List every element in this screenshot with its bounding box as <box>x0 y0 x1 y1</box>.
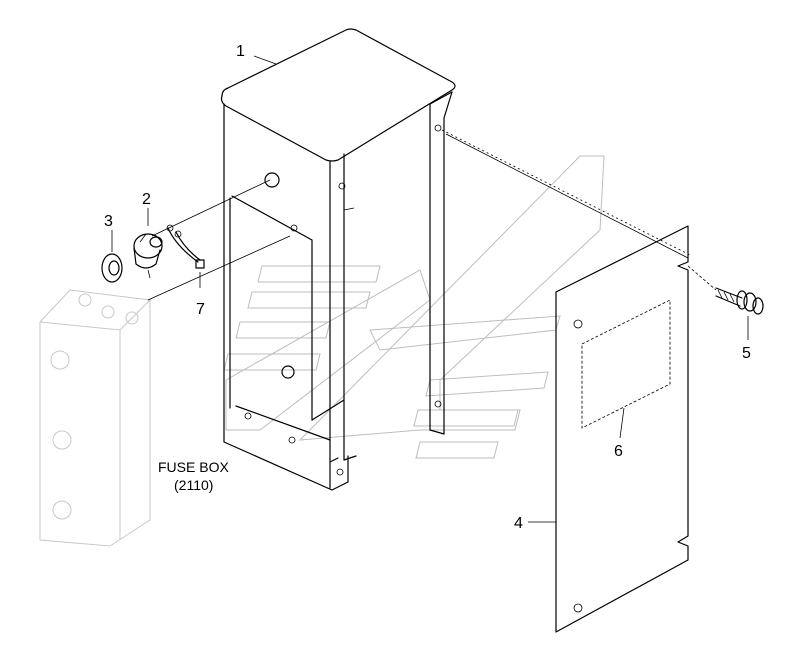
callout-1: 1 <box>236 43 245 60</box>
fuse-box-caption: FUSE BOX <box>158 459 229 475</box>
mounting-plate <box>555 225 689 633</box>
wire-harness <box>166 224 205 269</box>
bolt-washer <box>715 287 764 315</box>
fuse-box-code: (2110) <box>174 477 213 493</box>
callout-2: 2 <box>142 191 151 208</box>
switch-component <box>133 233 163 279</box>
callout-7: 7 <box>196 301 205 318</box>
callout-6: 6 <box>614 443 623 460</box>
callout-3: 3 <box>104 213 113 230</box>
callout-5: 5 <box>742 345 751 362</box>
assembly-lines <box>111 55 749 523</box>
watermark-logo <box>223 155 605 459</box>
callout-4: 4 <box>514 515 523 532</box>
fuse-box-ghost <box>39 289 151 547</box>
label-plate <box>581 299 671 429</box>
cover-box <box>220 28 456 491</box>
ring-nut <box>101 253 123 283</box>
